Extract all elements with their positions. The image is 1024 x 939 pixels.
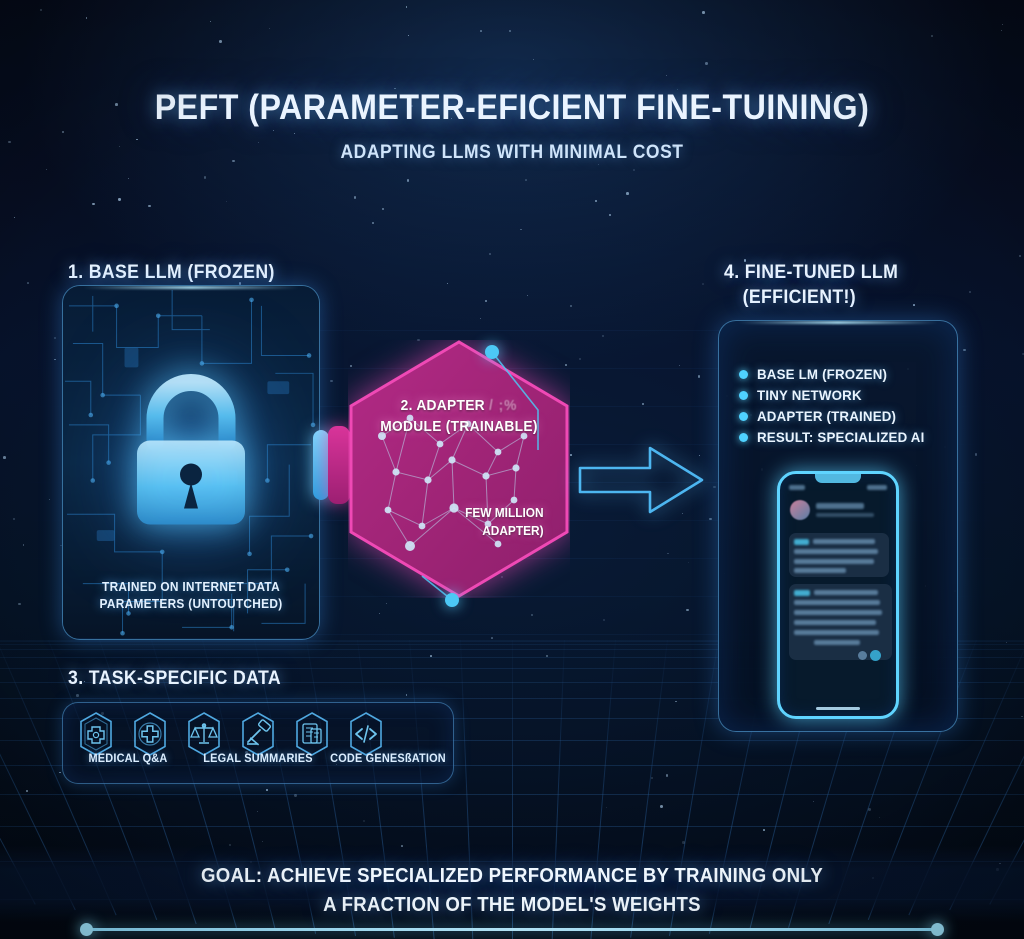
status-icons <box>867 485 887 490</box>
step3-label: 3. TASK-SPECIFIC DATA <box>68 668 281 689</box>
adapter-connector-tab <box>328 426 350 504</box>
footer-line-2: A FRACTION OF THE MODEL'S WEIGHTS <box>323 894 701 916</box>
step4-label-line-2: (EFFICIENT!) <box>742 287 857 308</box>
chat-highlight <box>794 539 809 545</box>
fine-tuned-bullet-label: BASE LM (FROZEN) <box>757 366 888 382</box>
chat-text <box>814 590 878 595</box>
fine-tuned-bullet-list: BASE LM (FROZEN) TINY NETWORK ADAPTER (TRA… <box>739 366 933 450</box>
chat-text <box>813 539 875 544</box>
fine-tuned-bullet: TINY NETWORK <box>739 387 933 403</box>
step4-label-line-1: 4. FINE-TUNED LLM <box>724 262 899 283</box>
legal-scales-icon[interactable] <box>181 711 227 757</box>
status-time <box>789 485 805 490</box>
task-label: MEDICAL Q&A <box>88 753 168 765</box>
chat-highlight <box>794 590 810 596</box>
caption-line-2: PARAMETERS (UNTOUTCHED) <box>99 597 283 611</box>
fine-tuned-bullet-label: RESULT: SPECIALIZED AI <box>757 429 925 445</box>
bullet-dot-icon <box>739 369 748 379</box>
panel-top-glow <box>83 286 299 289</box>
step1-label: 1. BASE LLM (FROZEN) <box>68 262 275 283</box>
chat-text <box>794 600 880 605</box>
fine-tuned-bullet-label: TINY NETWORK <box>757 387 862 403</box>
task-label-row: MEDICAL Q&A LEGAL SUMMARIES CODE GENESßATI… <box>63 753 453 765</box>
fine-tuned-bullet: BASE LM (FROZEN) <box>739 366 933 382</box>
padlock-icon <box>123 373 259 536</box>
code-brackets-icon[interactable] <box>343 711 389 757</box>
task-label: CODE GENESßATION <box>330 753 446 765</box>
task-specific-data-panel: MEDICAL Q&A LEGAL SUMMARIES CODE GENESßATI… <box>62 702 454 784</box>
footer-divider-line <box>80 923 944 936</box>
header: PEFT (PARAMETER-EFICIENT FINE-TUINING) A… <box>0 88 1024 164</box>
adapter-title-text: 2. ADAPTER <box>400 398 485 414</box>
phone-notch <box>815 474 861 483</box>
adapter-title-line-2: MODULE (TRAINABLE) <box>380 419 538 435</box>
flow-arrow <box>578 440 704 520</box>
contact-status <box>816 513 874 517</box>
chat-text <box>814 640 860 645</box>
chat-text <box>794 610 882 615</box>
chat-text <box>794 620 876 625</box>
page-title: PEFT (PARAMETER-EFICIENT FINE-TUINING) <box>154 88 870 127</box>
medical-cross-icon[interactable] <box>127 711 173 757</box>
caption-line-1: TRAINED ON INTERNET DATA <box>102 580 280 594</box>
contact-name <box>816 503 864 509</box>
step4-label: 4. FINE-TUNED LLM (EFFICIENT!) <box>724 262 898 309</box>
chat-text <box>794 568 846 573</box>
base-llm-panel: TRAINED ON INTERNET DATA PARAMETERS (UNT… <box>62 285 320 640</box>
footer-line-1: GOAL: ACHIEVE SPECIALIZED PERFORMANCE BY… <box>200 865 824 887</box>
bullet-dot-icon <box>739 390 748 400</box>
code-document-icon[interactable] <box>289 711 335 757</box>
adapter-title-line-1: 2. ADAPTER / ;% <box>354 396 565 417</box>
action-icon[interactable] <box>858 651 867 660</box>
task-icon-row <box>73 711 389 757</box>
bullet-dot-icon <box>739 432 748 442</box>
task-label: LEGAL SUMMARIES <box>203 753 313 765</box>
chat-text <box>794 549 878 554</box>
adapter-title-glitch: / ;% <box>489 398 518 414</box>
fine-tuned-bullet: ADAPTER (TRAINED) <box>739 408 933 424</box>
bullet-dot-icon <box>739 411 748 421</box>
panel4-top-glow <box>738 321 938 324</box>
legal-gavel-icon[interactable] <box>235 711 281 757</box>
phone-status-bar <box>789 485 887 490</box>
fine-tuned-llm-panel: BASE LM (FROZEN) TINY NETWORK ADAPTER (TRA… <box>718 320 958 732</box>
adapter-text-block: 2. ADAPTER / ;% MODULE (TRAINABLE) <box>348 340 570 598</box>
chat-text <box>794 559 874 564</box>
action-icon-active[interactable] <box>870 650 881 661</box>
base-llm-caption: TRAINED ON INTERNET DATA PARAMETERS (UNT… <box>69 579 312 613</box>
adapter-module-hexagon: 2. ADAPTER / ;% MODULE (TRAINABLE) FEW M… <box>348 340 570 598</box>
phone-home-indicator <box>816 707 860 710</box>
right-arrow-icon <box>578 446 704 514</box>
fine-tuned-bullet: RESULT: SPECIALIZED AI <box>739 429 933 445</box>
fine-tuned-bullet-label: ADAPTER (TRAINED) <box>757 408 897 424</box>
footer-goal-text: GOAL: ACHIEVE SPECIALIZED PERFORMANCE BY… <box>36 862 988 920</box>
avatar <box>790 500 810 520</box>
page-subtitle: ADAPTING LLMS WITH MINIMAL COST <box>340 142 684 163</box>
panel-connector-cyan <box>313 430 329 500</box>
chat-text <box>794 630 879 635</box>
medical-gear-cross-icon[interactable] <box>73 711 119 757</box>
smartphone-chat-mockup <box>777 471 899 719</box>
